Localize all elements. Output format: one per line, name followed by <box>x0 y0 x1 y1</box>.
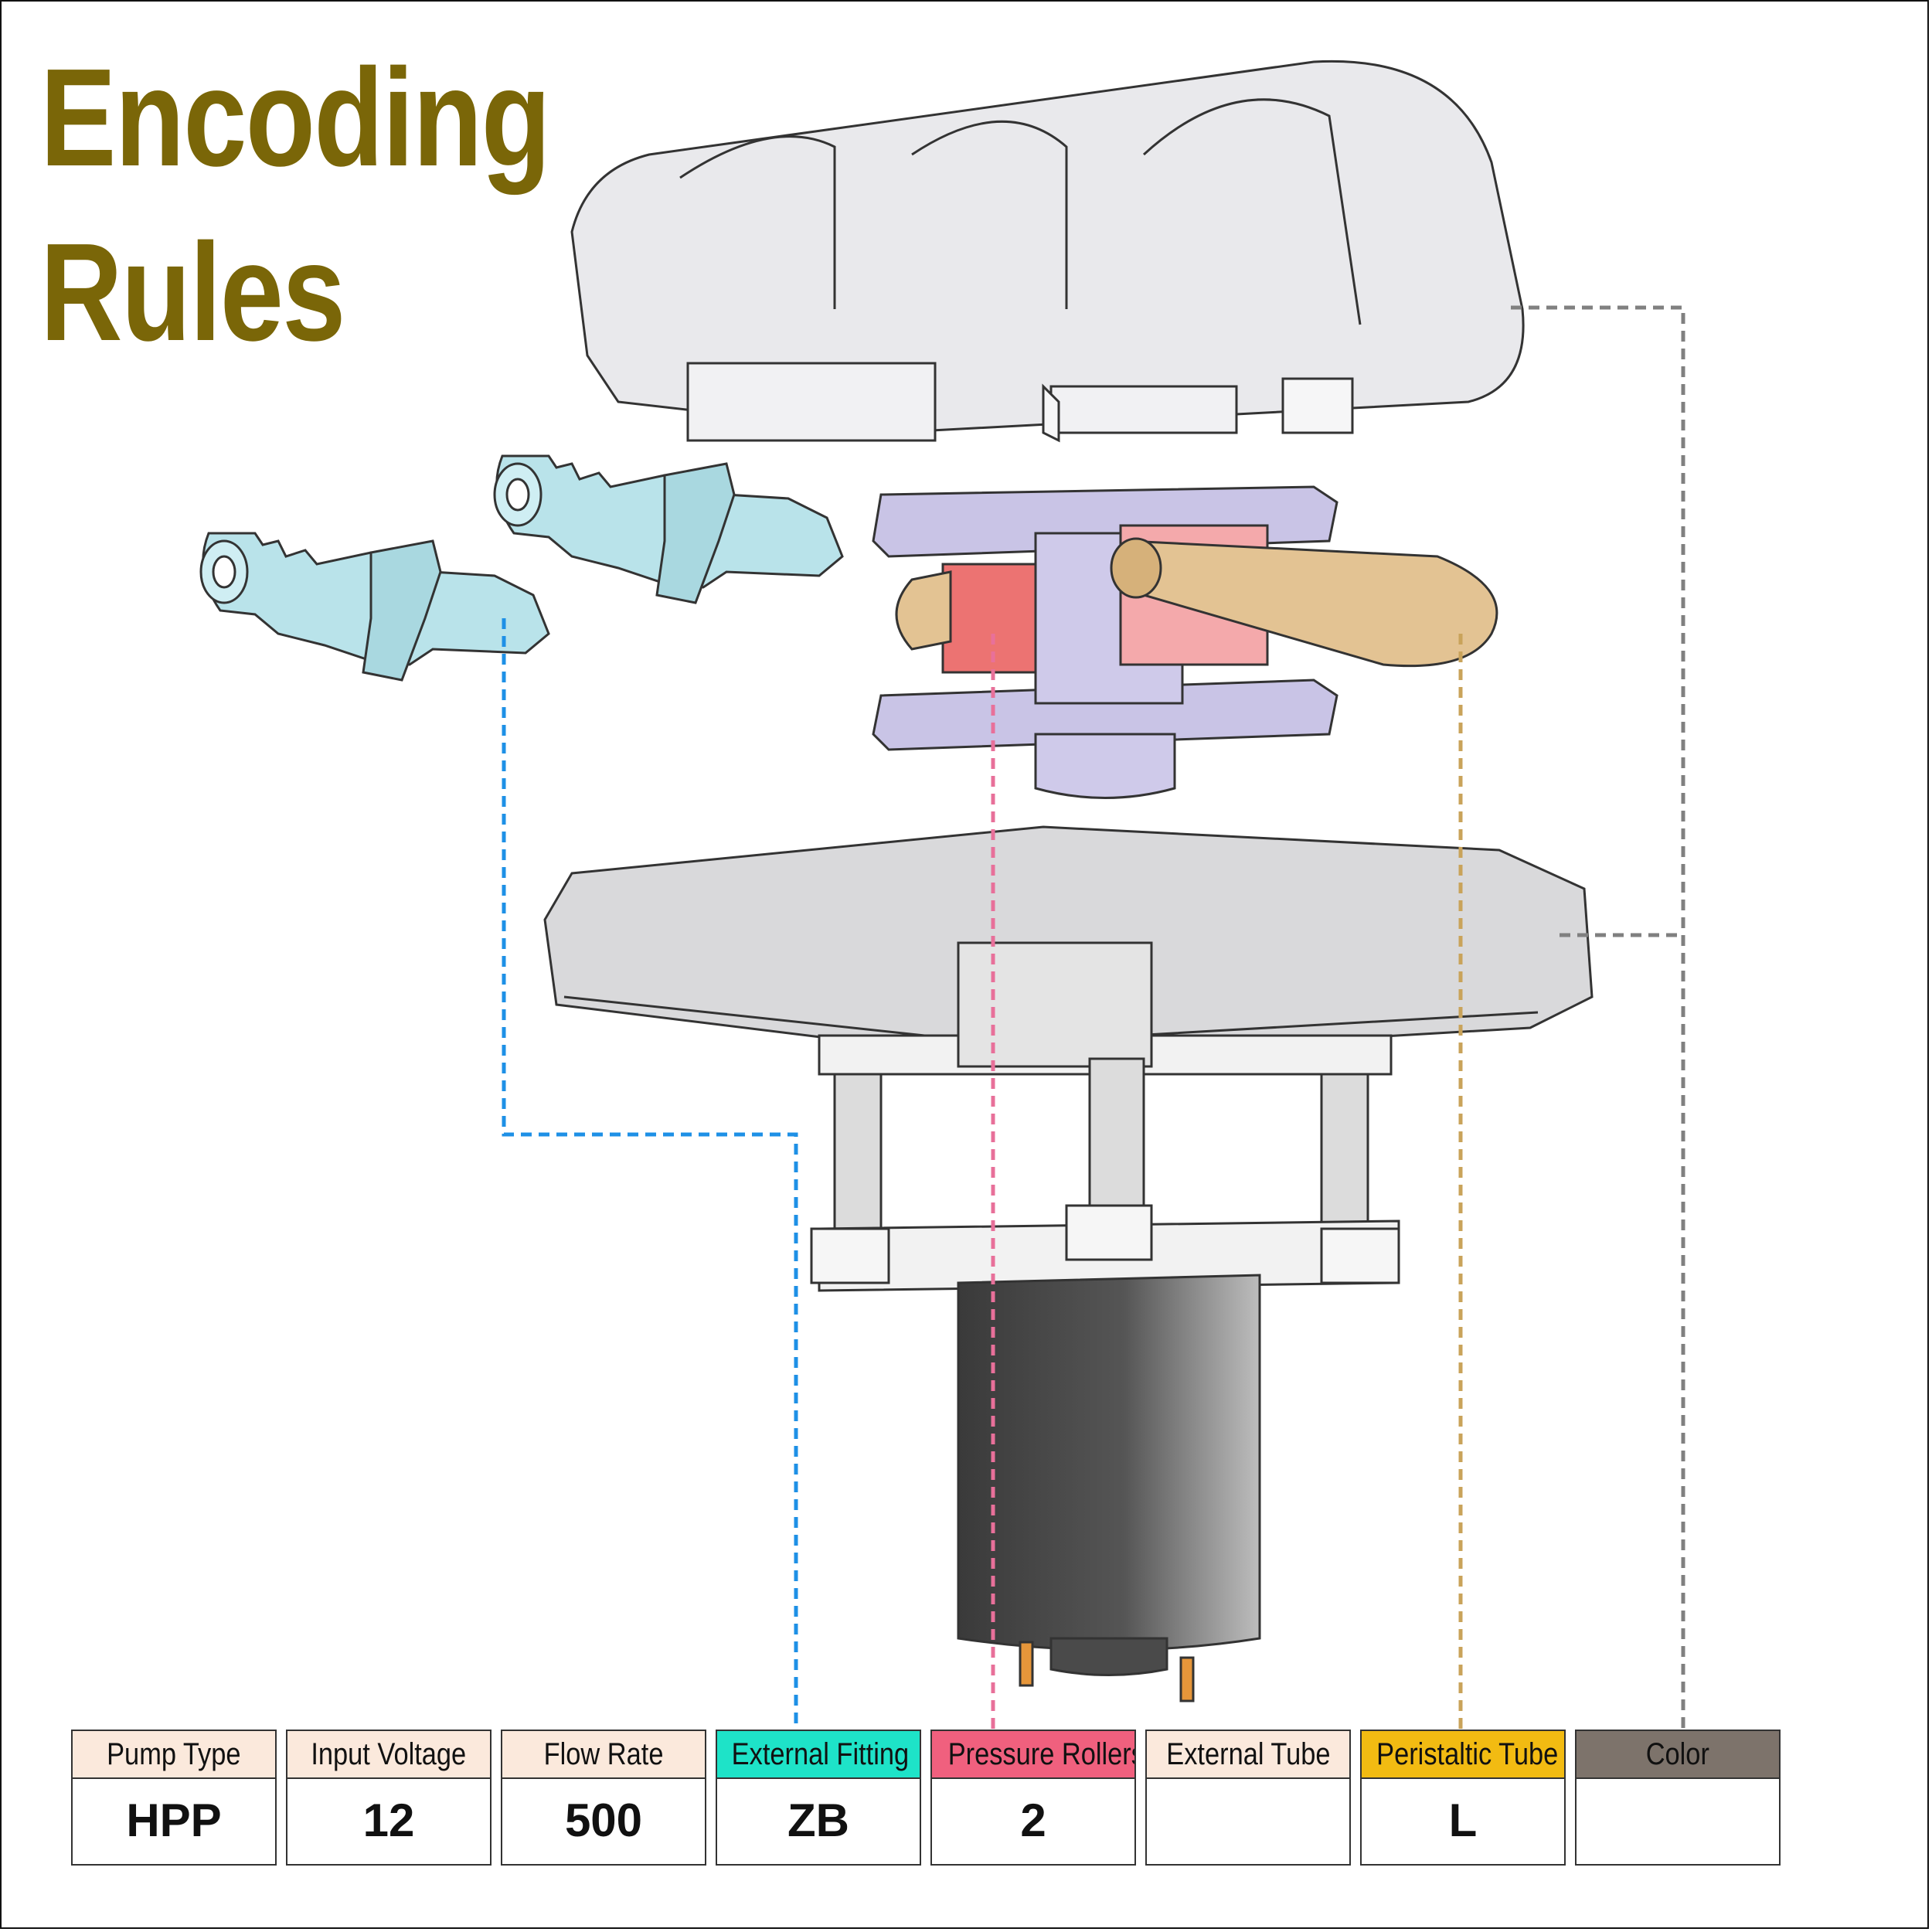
encoding-value <box>1145 1779 1351 1866</box>
housing-color-leader-line <box>1511 305 1685 1730</box>
encoding-cell-flow-rate: Flow Rate 500 <box>501 1730 706 1866</box>
hose-barb-fitting-lower <box>199 532 550 682</box>
encoding-header: Pressure Rollers <box>930 1730 1136 1779</box>
encoding-header-label: External Tube <box>1165 1737 1331 1771</box>
encoding-cell-color: Color <box>1575 1730 1781 1866</box>
page-title: Encoding Rules <box>40 40 551 370</box>
encoding-header-label: Input Voltage <box>311 1737 467 1771</box>
hose-barb-fitting-upper <box>493 454 844 604</box>
encoding-cell-input-voltage: Input Voltage 12 <box>286 1730 492 1866</box>
encoding-value: 500 <box>501 1779 706 1866</box>
encoding-header-label: Color <box>1645 1737 1710 1771</box>
encoding-header: Peristaltic Tube <box>1360 1730 1566 1779</box>
encoding-value: L <box>1360 1779 1566 1866</box>
encoding-value: 2 <box>930 1779 1136 1866</box>
encoding-cell-external-fitting: External Fitting ZB <box>716 1730 921 1866</box>
encoding-header-label: Pump Type <box>107 1737 241 1771</box>
encoding-table: Pump Type HPP Input Voltage 12 Flow Rate… <box>71 1730 1785 1866</box>
dc-motor <box>957 1274 1261 1702</box>
encoding-header: External Fitting <box>716 1730 921 1779</box>
encoding-cell-external-tube: External Tube <box>1145 1730 1351 1866</box>
encoding-header-label: Pressure Rollers <box>947 1737 1136 1771</box>
encoding-value: 12 <box>286 1779 492 1866</box>
encoding-header-label: Flow Rate <box>543 1737 664 1771</box>
encoding-header-label: External Fitting <box>731 1737 910 1771</box>
encoding-value <box>1575 1779 1781 1866</box>
encoding-value: HPP <box>71 1779 277 1866</box>
encoding-cell-peristaltic-tube: Peristaltic Tube L <box>1360 1730 1566 1866</box>
external-fitting-leader-line <box>502 618 798 1730</box>
encoding-header-label: Peristaltic Tube <box>1376 1737 1559 1771</box>
encoding-cell-pump-type: Pump Type HPP <box>71 1730 277 1866</box>
encoding-header: Flow Rate <box>501 1730 706 1779</box>
encoding-header: External Tube <box>1145 1730 1351 1779</box>
encoding-header: Color <box>1575 1730 1781 1779</box>
encoding-header: Pump Type <box>71 1730 277 1779</box>
motor-standoffs <box>810 941 1400 1292</box>
top-housing-cover <box>570 60 1525 443</box>
encoding-header: Input Voltage <box>286 1730 492 1779</box>
encoding-cell-pressure-rollers: Pressure Rollers 2 <box>930 1730 1136 1866</box>
encoding-value: ZB <box>716 1779 921 1866</box>
